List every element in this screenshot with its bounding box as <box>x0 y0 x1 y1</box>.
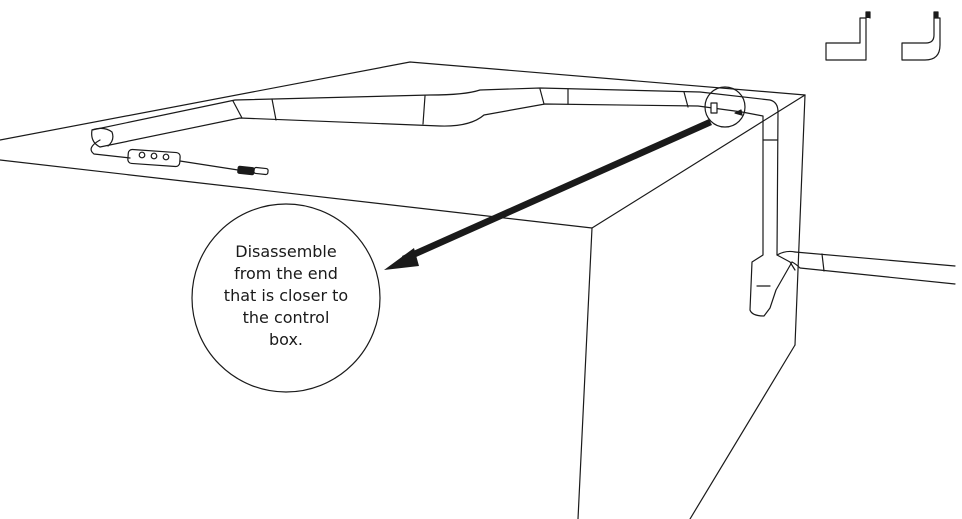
callout-line-5: box. <box>268 330 303 349</box>
channel-joint-3 <box>422 95 426 125</box>
control-box-assembly <box>90 139 269 176</box>
callout-line-3: that is closer to <box>223 286 349 305</box>
side-channel-elbow <box>776 250 801 269</box>
highlight-circle <box>704 86 746 128</box>
channel-outer-edge <box>91 87 796 271</box>
callout-circle <box>191 203 381 393</box>
control-box-button-2 <box>150 152 158 160</box>
table-block <box>0 61 806 519</box>
table-right-side-edge <box>794 94 806 346</box>
table-top-front-edge <box>0 94 806 229</box>
callout-line-2: from the end <box>234 264 338 283</box>
side-channel-bottom-edge <box>799 267 956 285</box>
side-channel-top-edge <box>794 251 956 267</box>
side-channel <box>776 250 956 285</box>
control-box-button-3 <box>162 153 170 161</box>
cable-channel <box>91 87 796 317</box>
power-cable <box>90 139 131 159</box>
callout-text: Disassemble from the end that is closer … <box>200 241 372 351</box>
control-box-cable <box>179 160 239 171</box>
control-box-button-1 <box>138 151 146 159</box>
dc-connector-tip <box>253 166 269 176</box>
channel-joint-4 <box>539 88 545 105</box>
pointer-arrow <box>402 119 712 262</box>
callout-line-1: Disassemble <box>235 242 337 261</box>
pointer-arrowhead <box>384 248 419 270</box>
channel-joint-2 <box>271 98 277 121</box>
dc-connector <box>237 165 255 176</box>
channel-joint-6 <box>683 91 689 108</box>
channel-end-cap <box>91 127 114 148</box>
corner-connector-square-icon <box>825 11 871 61</box>
corner-connector-detail <box>710 102 718 114</box>
corner-connector-rounded-icon <box>901 11 941 61</box>
channel-inner-edge <box>99 103 793 317</box>
control-box <box>127 148 181 168</box>
table-bottom-right-edge <box>689 344 796 519</box>
callout-line-4: the control <box>242 308 330 327</box>
side-channel-joint <box>821 253 825 272</box>
channel-joint-1 <box>232 100 243 119</box>
table-top-back-edge <box>0 61 806 141</box>
corner-connector-clip <box>734 109 743 116</box>
table-front-corner-edge <box>577 227 593 519</box>
